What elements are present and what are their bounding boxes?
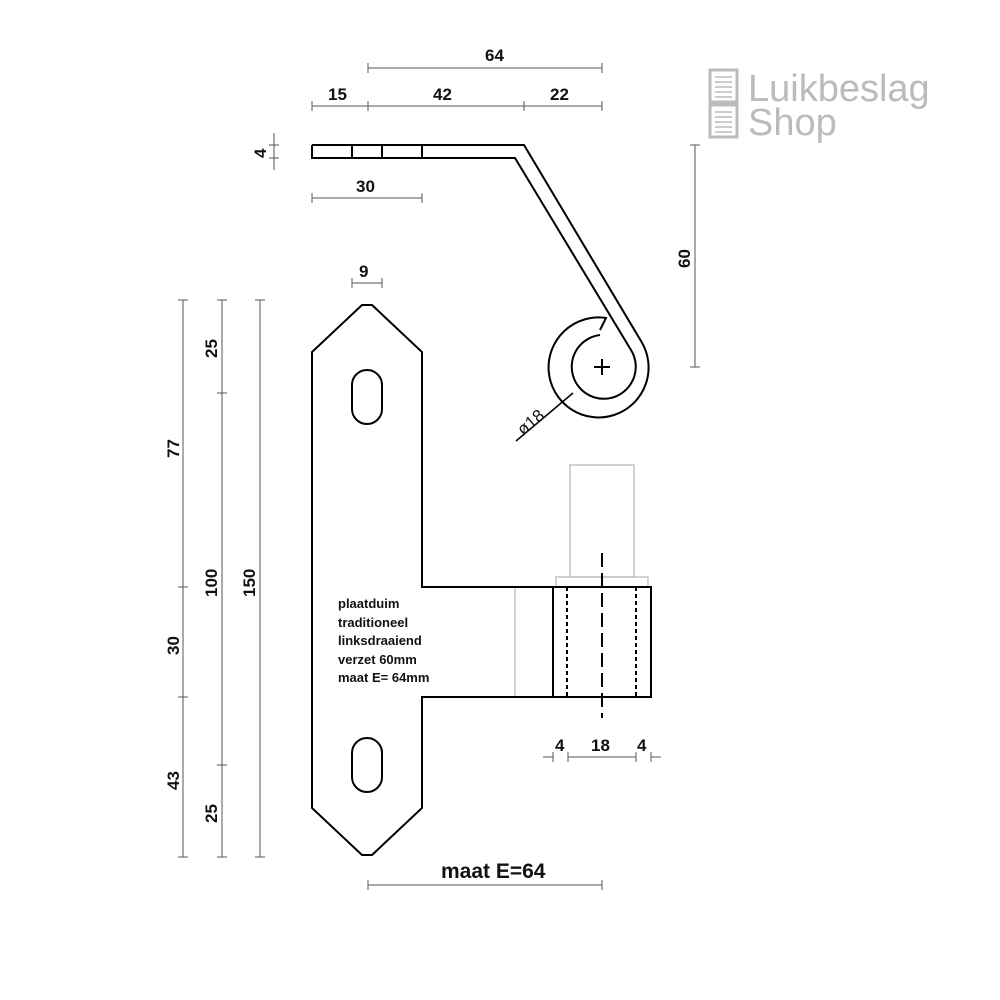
note-line: traditioneel bbox=[338, 615, 408, 630]
note-line: plaatduim bbox=[338, 596, 399, 611]
logo-text-line1: Luikbeslag bbox=[748, 68, 930, 110]
note-block: plaatduim traditioneel linksdraaiend ver… bbox=[338, 596, 429, 685]
logo-text-line2: Shop bbox=[748, 102, 837, 144]
dim-holes: 30 bbox=[356, 177, 375, 196]
dim-left-outer-3: 43 bbox=[164, 771, 183, 790]
dim-left-inner-2: 100 bbox=[202, 569, 221, 597]
logo: Luikbeslag Shop bbox=[708, 68, 930, 144]
note-line: maat E= 64mm bbox=[338, 670, 429, 685]
dim-offset: 60 bbox=[675, 249, 694, 268]
dim-barrel-right: 4 bbox=[637, 736, 647, 755]
dim-diameter: ø18 bbox=[513, 406, 548, 439]
dim-total: 150 bbox=[240, 569, 259, 597]
dim-thickness: 4 bbox=[251, 148, 270, 158]
dim-seg3: 22 bbox=[550, 85, 569, 104]
dim-overall: 64 bbox=[485, 46, 504, 65]
dim-left-inner-1: 25 bbox=[202, 339, 221, 358]
top-view: 64 15 42 22 30 4 60 ø18 bbox=[251, 46, 700, 442]
dim-tip-width: 9 bbox=[359, 262, 368, 281]
note-line: linksdraaiend bbox=[338, 633, 422, 648]
dim-seg2: 42 bbox=[433, 85, 452, 104]
dim-left-outer-2: 30 bbox=[164, 636, 183, 655]
note-line: verzet 60mm bbox=[338, 652, 417, 667]
dim-left-inner-3: 25 bbox=[202, 804, 221, 823]
dim-left-outer-1: 77 bbox=[164, 439, 183, 458]
dim-barrel-left: 4 bbox=[555, 736, 565, 755]
dim-barrel-mid: 18 bbox=[591, 736, 610, 755]
maat-label: maat E=64 bbox=[441, 860, 546, 883]
front-view: 9 77 30 43 25 100 25 150 4 18 4 plaatdui… bbox=[164, 262, 661, 890]
dim-seg1: 15 bbox=[328, 85, 347, 104]
